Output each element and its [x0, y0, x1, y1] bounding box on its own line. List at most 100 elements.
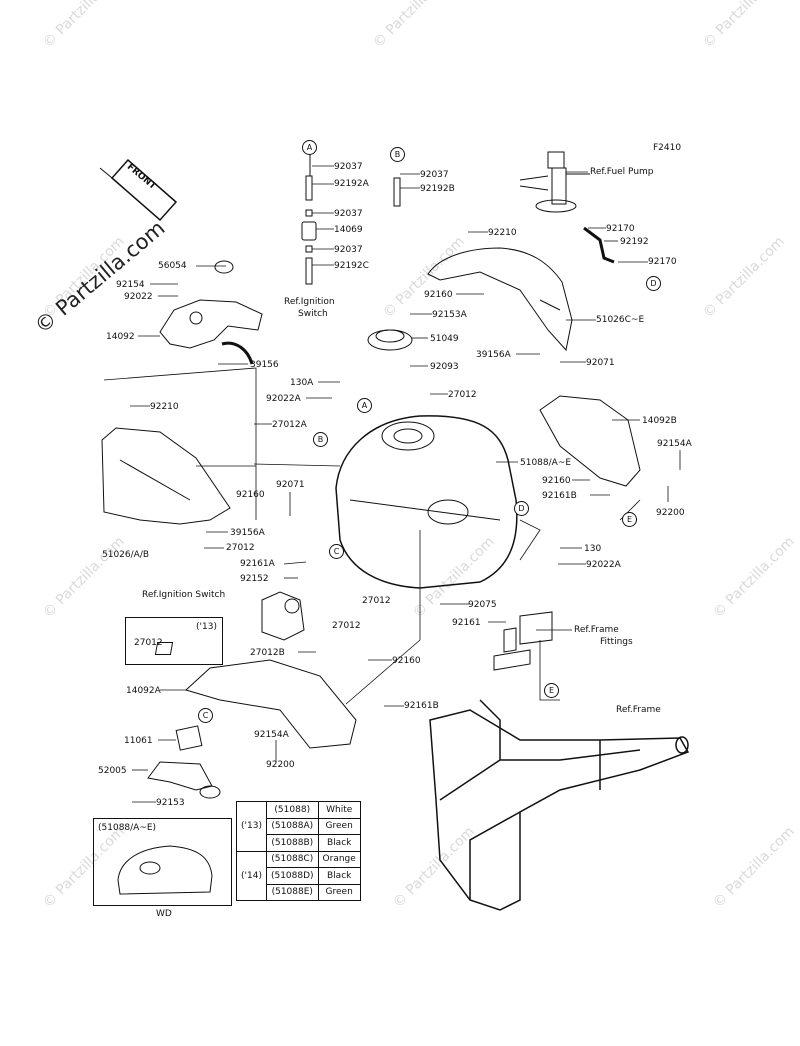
part-cell: (51088D) — [265, 867, 319, 885]
part-label: ('13) — [196, 622, 217, 632]
part-label: 92037 — [334, 162, 363, 172]
part-label: 92022A — [266, 394, 301, 404]
frame — [429, 699, 690, 911]
part-label: 39156A — [230, 528, 265, 538]
color-cell: Orange — [317, 850, 361, 868]
part-label: 51088/A~E — [520, 458, 572, 468]
color-cell: White — [317, 801, 361, 819]
part-label: 92075 — [468, 600, 497, 610]
part-label: 92192A — [334, 179, 369, 189]
part-label: 27012 — [332, 621, 361, 631]
figure-code: F2410 — [653, 143, 682, 153]
part-label: 92192B — [420, 184, 455, 194]
part-label: 92161 — [452, 618, 481, 628]
part-label: 14092 — [106, 332, 135, 342]
callout-d: D — [514, 501, 529, 516]
part-label: 11061 — [124, 736, 153, 746]
part-label: 92037 — [334, 209, 363, 219]
wd-inset-box — [93, 818, 232, 906]
part-label: 92022 — [124, 292, 153, 302]
part-label: 130 — [584, 544, 602, 554]
part-label: 14069 — [334, 225, 363, 235]
cover-14092a — [185, 659, 357, 749]
part-label: 92160 — [392, 656, 421, 666]
cover-14092b — [539, 395, 641, 487]
part-label: 92154 — [116, 280, 145, 290]
callout-c: C — [329, 544, 344, 559]
part-label: 27012A — [272, 420, 307, 430]
callout-e: E — [544, 683, 559, 698]
part-label: 92170 — [606, 224, 635, 234]
callout-a: A — [302, 140, 317, 155]
part-label: 92071 — [276, 480, 305, 490]
year-cell: ('14) — [236, 850, 267, 901]
part-label: 92161B — [404, 701, 439, 711]
callout-d: D — [646, 276, 661, 291]
side-cover-right-upper — [427, 247, 573, 352]
part-label: Ref.Ignition Switch — [142, 590, 226, 600]
part-label: 27012 — [134, 638, 163, 648]
part-label: 39156 — [250, 360, 279, 370]
callout-e: E — [622, 512, 637, 527]
part-label: 92152 — [240, 574, 269, 584]
part-cell: (51088A) — [265, 817, 319, 835]
part-label: 92161A — [240, 559, 275, 569]
part-label: 92170 — [648, 257, 677, 267]
gasket-11061 — [175, 725, 203, 751]
part-label: 27012 — [448, 390, 477, 400]
part-label: 92192 — [620, 237, 649, 247]
part-label: 130A — [290, 378, 314, 388]
part-label: 51026C~E — [596, 315, 645, 325]
hose-assembly-b — [393, 177, 401, 207]
callout-a: A — [357, 398, 372, 413]
part-label: Fittings — [600, 637, 633, 647]
color-cell: Black — [317, 834, 361, 852]
part-label: 92037 — [334, 245, 363, 255]
part-label: 92037 — [420, 170, 449, 180]
part-cell: (51088B) — [265, 834, 319, 852]
part-label: (51088/A~E) — [98, 823, 157, 833]
side-cover-left — [101, 427, 231, 525]
part-label: 92210 — [150, 402, 179, 412]
part-cell: (51088C) — [265, 850, 319, 868]
part-label: 92022A — [586, 560, 621, 570]
part-label: 27012 — [362, 596, 391, 606]
year-13-variant-box — [125, 617, 223, 665]
strip-39156 — [221, 341, 254, 365]
wd-tank-sketch — [117, 845, 213, 895]
part-label: 92160 — [236, 490, 265, 500]
part-label: 14092B — [642, 416, 677, 426]
fuel-hose — [583, 226, 615, 264]
part-label: Ref.Fuel Pump — [590, 167, 654, 177]
part-label: 92160 — [542, 476, 571, 486]
fuel-tank — [335, 415, 518, 589]
part-label: 92154A — [657, 439, 692, 449]
part-label: Ref.Frame — [574, 625, 619, 635]
part-label: 92093 — [430, 362, 459, 372]
part-label: 14092A — [126, 686, 161, 696]
part-label: 92161B — [542, 491, 577, 501]
part-label: 92154A — [254, 730, 289, 740]
filler-cap — [367, 329, 413, 351]
year-cell: ('13) — [236, 801, 267, 852]
part-label: Ref.Ignition — [284, 297, 335, 307]
ring-56054 — [214, 260, 234, 274]
color-cell: Green — [317, 817, 361, 835]
color-cell: Black — [317, 867, 361, 885]
hose-assembly-a — [301, 175, 317, 285]
part-label: 92200 — [266, 760, 295, 770]
part-label: 92200 — [656, 508, 685, 518]
part-label: 27012 — [226, 543, 255, 553]
callout-b: B — [313, 432, 328, 447]
part-label: 92160 — [424, 290, 453, 300]
part-label: 92071 — [586, 358, 615, 368]
part-label: Switch — [298, 309, 328, 319]
part-label: Ref.Frame — [616, 705, 661, 715]
fuel-pump — [519, 151, 590, 213]
callout-c: C — [198, 708, 213, 723]
bracket-52005 — [147, 761, 221, 799]
part-label: 51026/A/B — [102, 550, 150, 560]
part-label: 92210 — [488, 228, 517, 238]
